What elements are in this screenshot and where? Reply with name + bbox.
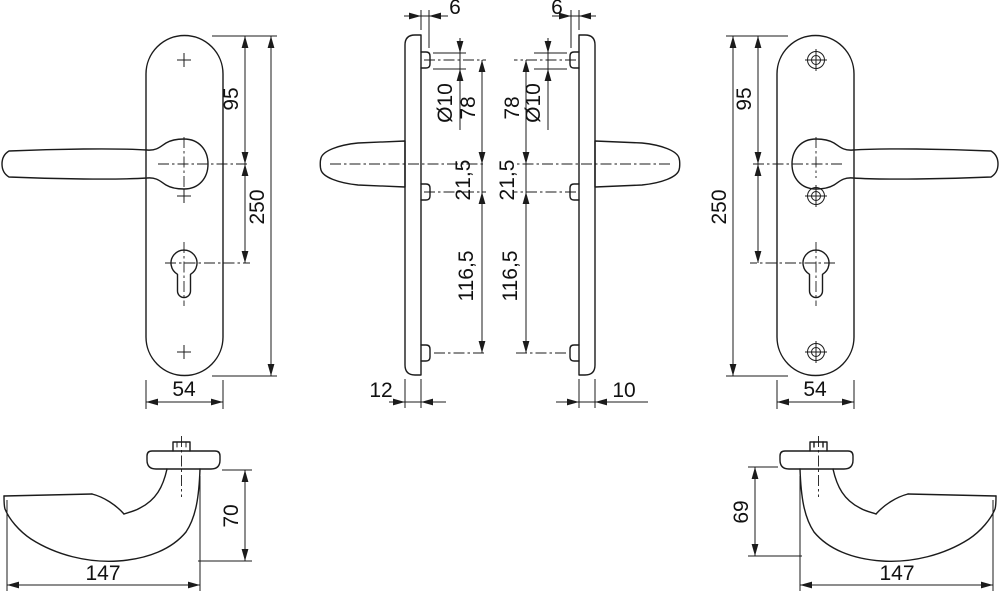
front-right-centerlines <box>750 137 842 306</box>
dim-116-5-right: 116,5 <box>499 251 522 302</box>
centerlines <box>158 137 250 306</box>
dim-78-left: 78 <box>457 96 480 119</box>
dim-12-left: 12 <box>369 379 392 402</box>
dim-6-right: 6 <box>551 0 563 19</box>
screw-heads <box>805 49 827 363</box>
front-left-dimensions: 95 250 54 <box>145 35 277 409</box>
dim-21-5-left: 21,5 <box>452 160 475 201</box>
front-view-right: 95 250 54 <box>708 34 999 409</box>
backplate-outline <box>145 34 224 377</box>
plate-profile <box>404 34 422 376</box>
screw-mark-crosses <box>177 53 191 359</box>
dim-95-right: 95 <box>733 87 756 110</box>
fixing-lugs <box>420 51 431 362</box>
cylinder-keyhole <box>170 249 198 299</box>
lever-handle-front <box>1 138 209 190</box>
dim-78-right: 78 <box>501 96 524 119</box>
dim-54-right: 54 <box>803 378 827 401</box>
side-right-dimensions: 6 Ø10 78 21,5 116,5 10 <box>496 0 648 408</box>
side-view-left: 6 Ø10 78 21,5 116,5 12 <box>319 0 486 408</box>
front-view-left: 95 250 54 <box>1 34 277 409</box>
handle-profile-left: 70 147 <box>3 436 252 591</box>
side-left-dimensions: 6 Ø10 78 21,5 116,5 12 <box>369 0 486 408</box>
rose-flange <box>146 450 221 470</box>
dim-69: 69 <box>730 500 753 523</box>
dim-147-left: 147 <box>85 562 120 585</box>
side-view-right: 6 Ø10 78 21,5 116,5 10 <box>496 0 681 408</box>
dim-dia10-left: Ø10 <box>434 83 457 123</box>
dim-250-right: 250 <box>708 189 731 224</box>
dim-70: 70 <box>220 504 243 527</box>
side-left-centerlines <box>330 59 486 354</box>
side-right-geometry <box>569 34 681 376</box>
dim-250-left: 250 <box>246 189 269 224</box>
dim-21-5-right: 21,5 <box>496 160 519 201</box>
front-right-dimensions: 95 250 54 <box>708 35 855 409</box>
front-right-geometry <box>776 34 999 377</box>
handle-profile-right: 69 147 <box>730 436 997 591</box>
dim-dia10-right: Ø10 <box>522 83 545 123</box>
dim-95-left: 95 <box>220 87 243 110</box>
handle-left-dimensions: 70 147 <box>6 469 252 591</box>
side-right-centerlines <box>514 59 670 354</box>
dim-54-left: 54 <box>172 378 196 401</box>
grip-outline <box>3 468 201 563</box>
lever-profile <box>319 140 406 188</box>
dim-10-right: 10 <box>612 379 635 402</box>
handle-right-dimensions: 69 147 <box>730 466 994 591</box>
dim-6-left: 6 <box>449 0 461 19</box>
handle-right-geometry <box>779 441 997 563</box>
dim-116-5-left: 116,5 <box>455 251 478 302</box>
dim-147-right: 147 <box>879 562 914 585</box>
